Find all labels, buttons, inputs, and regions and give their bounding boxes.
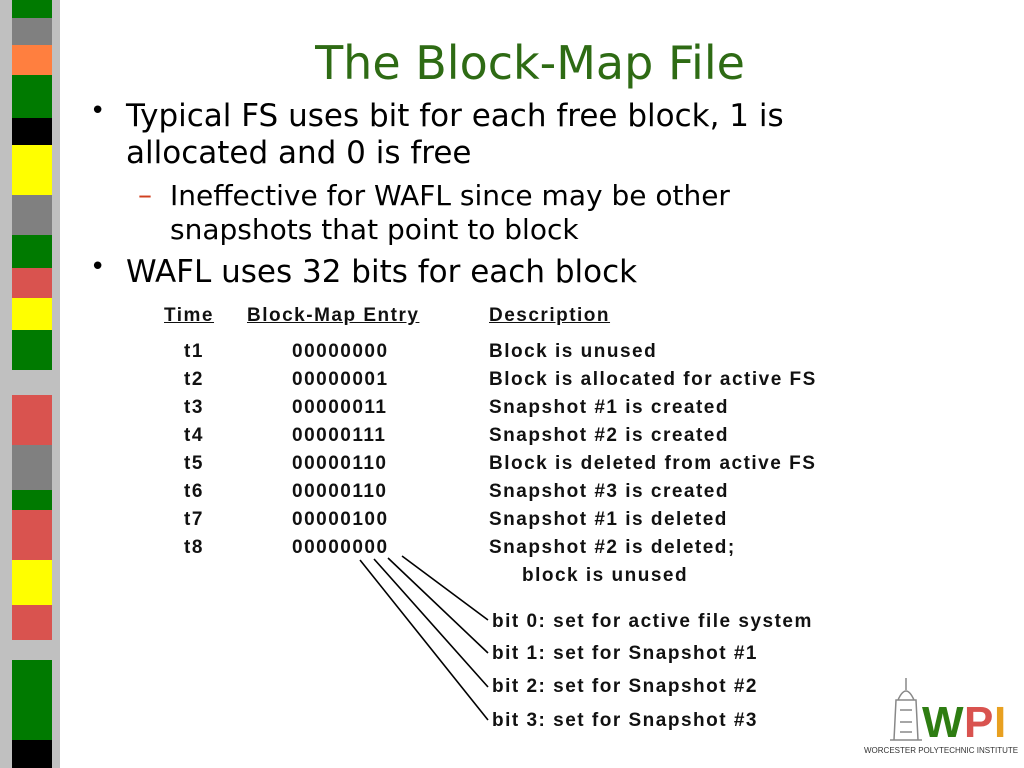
sub-bullet-text: Ineffective for WAFL since may be other — [170, 179, 730, 212]
cell-entry: 00000111 — [292, 425, 387, 446]
header-time: Time — [164, 305, 215, 326]
cell-desc: Snapshot #1 is deleted — [489, 509, 728, 530]
tower-icon — [890, 678, 922, 741]
decorative-stripe — [0, 0, 60, 768]
cell-entry: 00000000 — [292, 341, 389, 362]
header-description: Description — [489, 305, 611, 326]
cell-desc: Block is allocated for active FS — [489, 369, 817, 390]
cell-time: t8 — [184, 537, 204, 558]
dash-icon: – — [138, 178, 152, 211]
cell-entry: 00000011 — [292, 397, 388, 418]
logo-tagline: WORCESTER POLYTECHNIC INSTITUTE — [864, 746, 1019, 755]
cell-time: t3 — [184, 397, 204, 418]
bit-label: bit 3: set for Snapshot #3 — [492, 710, 758, 731]
cell-entry: 00000110 — [292, 453, 388, 474]
cell-entry: 00000000 — [292, 537, 389, 558]
bit-label: bit 1: set for Snapshot #1 — [492, 643, 758, 664]
cell-entry: 00000001 — [292, 369, 389, 390]
bullet-1: Typical FS uses bit for each free block,… — [126, 98, 784, 172]
cell-desc: Snapshot #3 is created — [489, 481, 729, 502]
slide-title: The Block-Map File — [315, 36, 745, 90]
wpi-logo: W P I WORCESTER POLYTECHNIC INSTITUTE — [864, 670, 1018, 760]
cell-desc: Snapshot #2 is created — [489, 425, 729, 446]
bullet-icon: • — [90, 96, 106, 126]
sub-bullet: Ineffective for WAFL since may be other … — [170, 179, 730, 247]
cell-time: t1 — [184, 341, 204, 362]
cell-desc: Block is deleted from active FS — [489, 453, 817, 474]
header-entry: Block-Map Entry — [247, 305, 420, 326]
cell-desc-continued: block is unused — [522, 565, 689, 586]
cell-time: t6 — [184, 481, 204, 502]
cell-entry: 00000110 — [292, 481, 388, 502]
bullet-icon: • — [90, 252, 106, 282]
bit-label: bit 2: set for Snapshot #2 — [492, 676, 758, 697]
cell-time: t7 — [184, 509, 204, 530]
sub-bullet-text: snapshots that point to block — [170, 213, 579, 246]
cell-time: t4 — [184, 425, 204, 446]
cell-time: t5 — [184, 453, 204, 474]
bullet-text: allocated and 0 is free — [126, 135, 472, 171]
cell-desc: Snapshot #1 is created — [489, 397, 729, 418]
bit-label: bit 0: set for active file system — [492, 611, 813, 632]
cell-desc: Snapshot #2 is deleted; — [489, 537, 736, 558]
cell-time: t2 — [184, 369, 204, 390]
cell-entry: 00000100 — [292, 509, 389, 530]
cell-desc: Block is unused — [489, 341, 658, 362]
bullet-text: Typical FS uses bit for each free block,… — [126, 98, 784, 134]
bullet-2: WAFL uses 32 bits for each block — [126, 254, 638, 290]
